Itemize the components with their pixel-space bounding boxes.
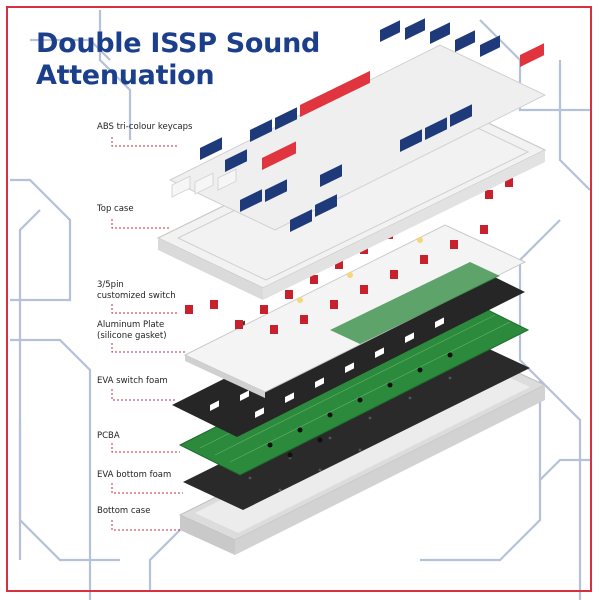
top-case-layer [156, 99, 547, 300]
headline: Double ISSP Sound Attenuation [36, 28, 320, 92]
headline-line-2: Attenuation [36, 60, 215, 91]
switches-layer [185, 178, 513, 334]
label-plate-line-1: Aluminum Plate [97, 320, 165, 330]
label-plate-line-2: (silicone gasket) [97, 331, 167, 341]
label-aluminum-plate: Aluminum Plate (silicone gasket) [97, 320, 167, 342]
aluminum-plate-layer [183, 224, 527, 398]
headline-line-1: Double ISSP Sound [36, 28, 321, 59]
label-pcba: PCBA [97, 431, 120, 441]
label-eva-switch-foam: EVA switch foam [97, 376, 168, 386]
keycaps-layer [168, 18, 547, 232]
label-bottom-case: Bottom case [97, 506, 151, 516]
leader-lines [111, 137, 185, 531]
label-keycaps: ABS tri-colour keycaps [97, 122, 193, 132]
label-switch-line-2: customized switch [97, 291, 176, 301]
label-switch: 3/5pin customized switch [97, 280, 176, 302]
pcba-layer [178, 299, 530, 476]
label-eva-bottom-foam: EVA bottom foam [97, 470, 172, 480]
label-top-case: Top case [97, 204, 134, 214]
red-frame-border [6, 6, 592, 592]
label-switch-line-1: 3/5pin [97, 280, 124, 290]
eva-bottom-foam-layer [183, 340, 530, 510]
